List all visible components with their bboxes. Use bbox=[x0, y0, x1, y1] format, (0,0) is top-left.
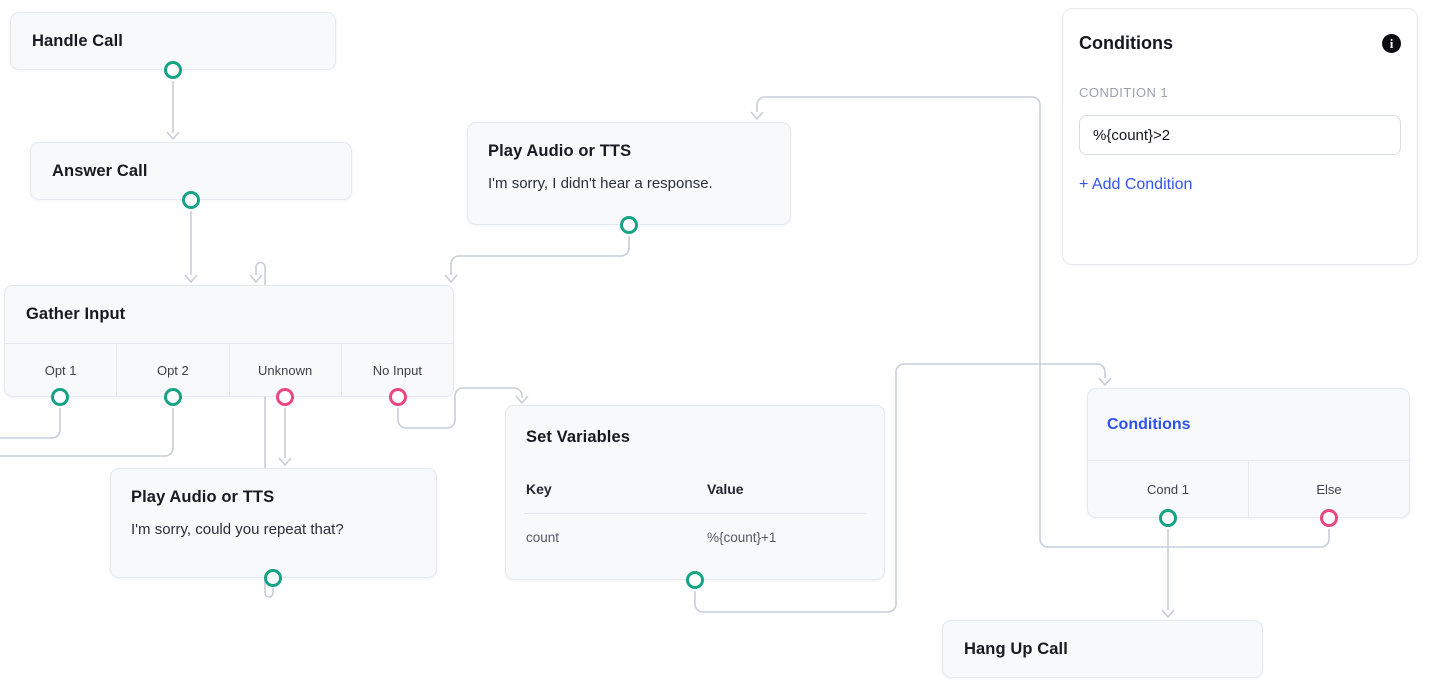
edge-setvariables-to-conditions[interactable] bbox=[694, 363, 1112, 613]
node-title: Answer Call bbox=[52, 161, 148, 180]
edge-opt1-out[interactable] bbox=[0, 408, 61, 439]
edge-playbottom-loop-to-gather[interactable] bbox=[249, 261, 274, 598]
node-title: Play Audio or TTS bbox=[131, 488, 275, 506]
condition-1-input[interactable] bbox=[1079, 115, 1401, 155]
port-cond-1[interactable] bbox=[1159, 509, 1177, 527]
port-opt-1[interactable] bbox=[51, 388, 69, 406]
node-title: Play Audio or TTS bbox=[488, 142, 632, 160]
edge-cond1-to-hangup[interactable] bbox=[1161, 529, 1175, 619]
branch-cond-1[interactable]: Cond 1 bbox=[1147, 482, 1189, 497]
port-play-tts-bottom-output[interactable] bbox=[264, 569, 282, 587]
port-answer-call-output[interactable] bbox=[182, 191, 200, 209]
node-hang-up-call[interactable]: Hang Up Call bbox=[942, 620, 1263, 678]
node-play-audio-tts-top[interactable]: Play Audio or TTS I'm sorry, I didn't he… bbox=[467, 122, 791, 225]
variable-value: %{count}+1 bbox=[707, 530, 777, 545]
port-play-tts-top-output[interactable] bbox=[620, 216, 638, 234]
column-header-key: Key bbox=[526, 481, 552, 497]
node-handle-call[interactable]: Handle Call bbox=[10, 12, 336, 70]
add-condition-link[interactable]: + Add Condition bbox=[1079, 176, 1193, 193]
edge-opt2-out[interactable] bbox=[0, 408, 174, 457]
conditions-branches: Cond 1 Else bbox=[1088, 460, 1409, 518]
condition-1-label: CONDITION 1 bbox=[1079, 85, 1169, 100]
edge-noinput-to-setvariables[interactable] bbox=[397, 387, 529, 429]
node-title-selected: Conditions bbox=[1107, 415, 1191, 433]
variable-key: count bbox=[526, 530, 560, 545]
node-title: Gather Input bbox=[26, 305, 126, 323]
branch-else[interactable]: Else bbox=[1248, 461, 1409, 518]
node-gather-input[interactable]: Gather Input Opt 1 Opt 2 Unknown No Inpu… bbox=[4, 285, 454, 397]
edge-answer-to-gather[interactable] bbox=[184, 211, 198, 284]
port-else[interactable] bbox=[1320, 509, 1338, 527]
set-variables-table: Key Value count %{count}+1 bbox=[506, 471, 884, 545]
node-message: I'm sorry, could you repeat that? bbox=[131, 521, 344, 538]
edge-playtop-to-gather[interactable] bbox=[444, 236, 630, 284]
node-title: Handle Call bbox=[32, 31, 123, 50]
node-conditions[interactable]: Conditions Cond 1 Else bbox=[1087, 388, 1410, 518]
info-icon[interactable]: i bbox=[1382, 34, 1401, 53]
edge-unknown-to-playbottom[interactable] bbox=[278, 408, 292, 467]
branch-unknown[interactable]: Unknown bbox=[228, 344, 341, 397]
node-play-audio-tts-bottom[interactable]: Play Audio or TTS I'm sorry, could you r… bbox=[110, 468, 437, 578]
port-handle-call-output[interactable] bbox=[164, 61, 182, 79]
port-set-variables-output[interactable] bbox=[686, 571, 704, 589]
edge-handle-to-answer[interactable] bbox=[166, 81, 180, 141]
table-row: count %{count}+1 bbox=[524, 514, 866, 545]
branch-opt-2[interactable]: Opt 2 bbox=[116, 344, 228, 397]
column-header-value: Value bbox=[707, 481, 744, 497]
port-opt-2[interactable] bbox=[164, 388, 182, 406]
node-answer-call[interactable]: Answer Call bbox=[30, 142, 352, 200]
port-no-input[interactable] bbox=[389, 388, 407, 406]
node-message: I'm sorry, I didn't hear a response. bbox=[488, 175, 713, 192]
branch-opt-1[interactable]: Opt 1 bbox=[44, 363, 77, 378]
gather-branches: Opt 1 Opt 2 Unknown No Input bbox=[5, 343, 453, 397]
node-title: Set Variables bbox=[526, 428, 631, 446]
node-title: Hang Up Call bbox=[964, 639, 1068, 658]
node-set-variables[interactable]: Set Variables Key Value count %{count}+1 bbox=[505, 405, 885, 580]
port-unknown[interactable] bbox=[276, 388, 294, 406]
branch-no-input[interactable]: No Input bbox=[340, 344, 453, 397]
conditions-panel: Conditions i CONDITION 1 + Add Condition bbox=[1062, 8, 1418, 265]
panel-title: Conditions bbox=[1079, 33, 1173, 53]
edge-else-to-playtop[interactable] bbox=[750, 96, 1330, 548]
